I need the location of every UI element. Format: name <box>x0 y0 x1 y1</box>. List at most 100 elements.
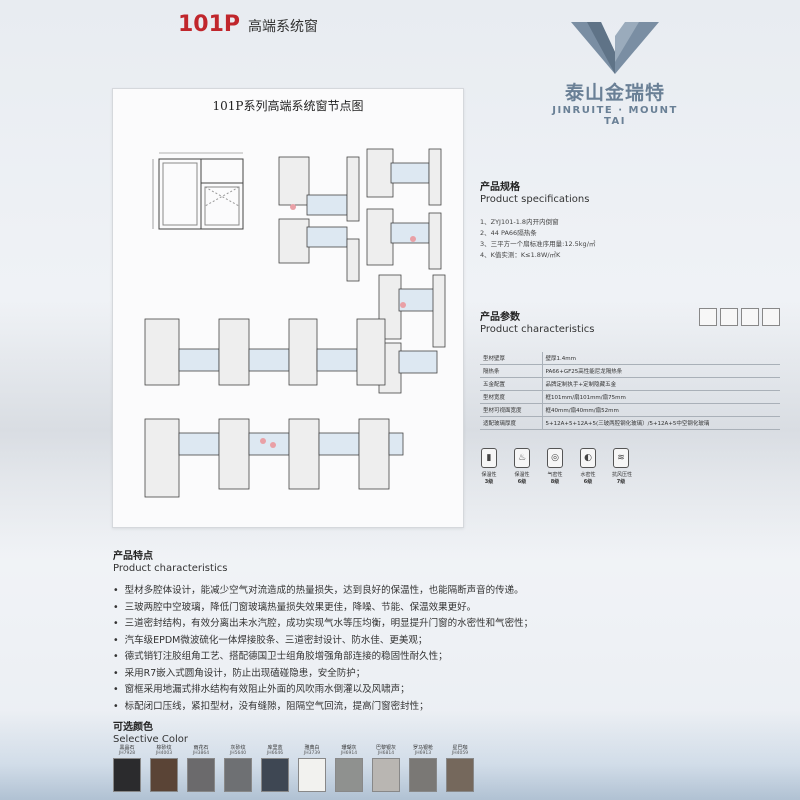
performance-level: 3级 <box>484 479 494 485</box>
spec-item: 1、ZYJ101-1.8内开内倒窗 <box>480 218 559 226</box>
feature-item: 三道密封结构，有效分离出未水汽腔，成功实现气水等压均衡，明显提升门窗的水密性和气… <box>113 616 733 633</box>
window-thumbnail-icon <box>699 308 717 326</box>
performance-item: ◎ 气密性 8级 <box>546 448 564 485</box>
color-chip <box>224 758 252 792</box>
features-list: 型材多腔体设计，能减少空气对流造成的热量损失，达到良好的保温性，也能隔断声音的传… <box>113 583 733 715</box>
spec-item: 2、44 PA66隔热条 <box>480 229 537 237</box>
color-name: 星巴咖 <box>452 745 468 751</box>
color-code: JH6814 <box>377 751 395 756</box>
feature-item: 型材多腔体设计，能减少空气对流造成的热量损失，达到良好的保温性，也能隔断声音的传… <box>113 583 733 600</box>
color-code: JH3864 <box>192 751 210 756</box>
color-name: 黑晶石 <box>119 745 135 751</box>
color-chip <box>409 758 437 792</box>
product-model: 101P <box>178 12 241 37</box>
product-name: 高端系统窗 <box>248 19 319 35</box>
color-code: JH4003 <box>155 751 173 756</box>
performance-icon: ≋ <box>613 448 629 468</box>
param-value: 品牌定制执手+定制隐藏五金 <box>542 377 780 391</box>
color-name: 灰砂纹 <box>230 745 246 751</box>
param-value: 壁厚1.4mm <box>542 352 780 365</box>
color-name: 巴黎银灰 <box>375 745 396 751</box>
param-value: PA66+GF25高性能尼龙隔热条 <box>542 364 780 378</box>
colors-section: 可选颜色 Selective Color <box>113 718 188 745</box>
performance-item: ▮ 保温性 3级 <box>480 448 498 485</box>
param-key: 五金配置 <box>480 377 543 391</box>
color-name: 雨花石 <box>193 745 209 751</box>
color-code: JH3739 <box>303 751 321 756</box>
param-value: 框101mm/扇101mm/扇75mm <box>542 390 780 404</box>
logo-chinese-name: 泰山金瑞特 <box>564 82 665 104</box>
color-chip <box>298 758 326 792</box>
performance-level: 7级 <box>616 479 626 485</box>
drawing-title: 101P系列高端系统窗节点图 <box>212 99 364 113</box>
window-thumbnail-icon <box>741 308 759 326</box>
table-row: 型材壁厚壁厚1.4mm <box>480 352 780 365</box>
feature-item: 三玻两腔中空玻璃，降低门窗玻璃热量损失效果更佳，降噪、节能、保温效果更好。 <box>113 600 733 617</box>
logo-mark-icon <box>571 22 659 74</box>
param-key: 隔热条 <box>480 364 543 378</box>
color-name: 雅典白 <box>304 745 320 751</box>
color-chip <box>261 758 289 792</box>
brand-logo: 泰山金瑞特 JINRUITE · MOUNT TAI <box>540 18 690 127</box>
param-key: 适配玻璃厚度 <box>480 416 543 430</box>
features-title-en: Product characteristics <box>113 563 228 574</box>
color-chip <box>187 758 215 792</box>
performance-label: 抗风压性 <box>612 472 633 478</box>
param-key: 型材可视面宽度 <box>480 403 543 417</box>
performance-level: 8级 <box>550 479 560 485</box>
feature-item: 标配闭口压线，紧扣型材，没有缝隙，阻隔空气回流，提高门窗密封性； <box>113 699 733 716</box>
param-value: 5+12A+5+12A+5(三玻两腔钢化玻璃）/5+12A+5中空钢化玻璃 <box>542 416 780 430</box>
table-row: 五金配置品牌定制执手+定制隐藏五金 <box>480 377 780 391</box>
color-code: JH6646 <box>266 751 284 756</box>
param-key: 型材壁厚 <box>480 352 543 365</box>
page-header: 101P 高端系统窗 <box>178 12 318 37</box>
parameters-section: 产品参数 Product characteristics <box>480 308 780 335</box>
specifications-title-en: Product specifications <box>480 194 590 205</box>
performance-ratings: ▮ 保温性 3级 ♨ 保温性 6级 ◎ 气密性 8级 ◐ 水密性 6级 ≋ 抗风… <box>480 448 633 485</box>
color-chip <box>335 758 363 792</box>
color-chip <box>150 758 178 792</box>
color-name: 珊瑚灰 <box>341 745 357 751</box>
performance-item: ♨ 保温性 6级 <box>513 448 531 485</box>
color-name: 罗马银枪 <box>412 745 433 751</box>
colors-title-en: Selective Color <box>113 734 188 745</box>
color-code: JH4059 <box>451 751 469 756</box>
spec-item: 4、K值实测：K≤1.8W/㎡K <box>480 251 561 259</box>
color-name: 库里蓝 <box>267 745 283 751</box>
performance-icon: ◎ <box>547 448 563 468</box>
performance-label: 保温性 <box>481 472 497 478</box>
feature-item: 汽车级EPDM微波硫化一体焊接胶条、三道密封设计、防水佳、更美观； <box>113 633 733 650</box>
node-drawing-panel: 101P系列高端系统窗节点图 <box>112 88 464 528</box>
window-type-thumbnails <box>699 308 780 326</box>
specifications-title-cn: 产品规格 <box>480 182 520 193</box>
table-row: 型材可视面宽度框40mm/扇40mm/扇52mm <box>480 403 780 417</box>
color-code: JH5640 <box>229 751 247 756</box>
performance-icon: ▮ <box>481 448 497 468</box>
window-thumbnail-icon <box>720 308 738 326</box>
performance-item: ≋ 抗风压性 7级 <box>612 448 633 485</box>
color-code: JH7928 <box>118 751 136 756</box>
performance-level: 6级 <box>583 479 593 485</box>
color-chip <box>113 758 141 792</box>
feature-item: 窗框采用地漏式排水结构有效阻止外面的风吹雨水倒灌以及风啸声； <box>113 682 733 699</box>
color-code: JH6914 <box>340 751 358 756</box>
color-chip <box>446 758 474 792</box>
parameters-title-en: Product characteristics <box>480 324 595 335</box>
performance-item: ◐ 水密性 6级 <box>579 448 597 485</box>
colors-title-cn: 可选颜色 <box>113 722 153 733</box>
param-key: 型材宽度 <box>480 390 543 404</box>
feature-item: 德式销钉注胶组角工艺、搭配德国卫士组角胶增强角部连接的稳固性耐久性； <box>113 649 733 666</box>
